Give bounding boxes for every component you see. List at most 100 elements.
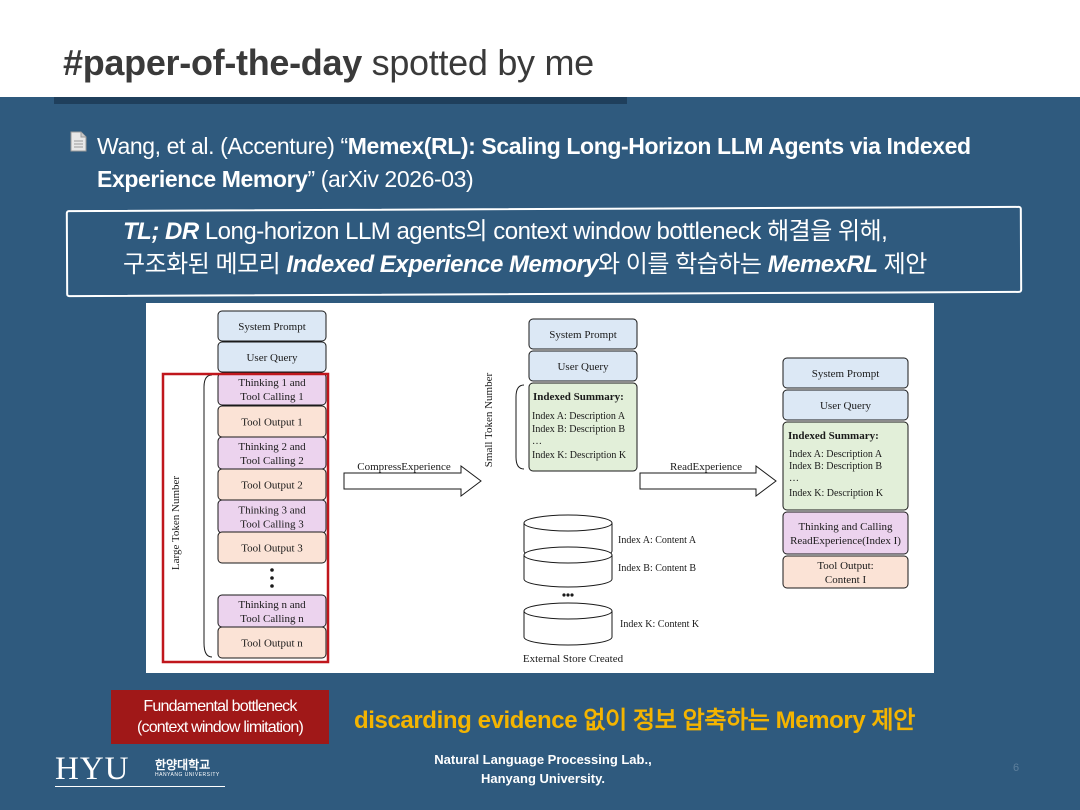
tldr-line2-a: 구조화된 메모리 bbox=[123, 251, 287, 278]
large-token-label: Large Token Number bbox=[170, 476, 182, 570]
right-user-query bbox=[782, 389, 909, 421]
store-label-b: Index B: Content B bbox=[618, 563, 696, 574]
left-stack-box-5-label-0: Tool Output 2 bbox=[241, 480, 303, 492]
compress-label: CompressExperience bbox=[357, 461, 451, 473]
mid-summary-title: Indexed Summary: bbox=[533, 391, 624, 403]
title-rest: spotted by me bbox=[361, 42, 595, 83]
tldr-line2-em2: MemexRL bbox=[767, 251, 878, 278]
logo-korean: 한양대학교 bbox=[155, 758, 211, 772]
right-summary-line-0: Index A: Description A bbox=[789, 449, 883, 460]
bottleneck-label: Fundamental bottleneck (context window li… bbox=[111, 690, 329, 744]
store-cylinder-a-top bbox=[523, 514, 613, 532]
left-stack-box-2-label-1: Tool Calling 1 bbox=[240, 391, 303, 403]
store-cylinder-b-top bbox=[523, 546, 613, 564]
read-arrow bbox=[639, 465, 777, 497]
store-label-k: Index K: Content K bbox=[620, 619, 700, 630]
tldr-line2-em1: Indexed Experience Memory bbox=[286, 251, 599, 278]
mid-user-query-label-0: User Query bbox=[557, 361, 609, 373]
left-ellipsis-dot-0 bbox=[270, 568, 274, 572]
right-summary-title: Indexed Summary: bbox=[788, 430, 879, 442]
right-system-prompt bbox=[782, 357, 909, 389]
large-token-bracket bbox=[203, 374, 213, 658]
logo-english: HANYANG UNIVERSITY bbox=[155, 772, 220, 778]
tldr-line1-text: Long-horizon LLM agents의 context window … bbox=[198, 218, 888, 245]
tldr-line-2: 구조화된 메모리 Indexed Experience Memory와 이를 학… bbox=[123, 248, 1003, 281]
right-tool-output-box-label-1: Content I bbox=[825, 574, 867, 586]
left-stack-box-4-label-1: Tool Calling 2 bbox=[240, 455, 303, 467]
citation-suffix: ” (arXiv 2026-03) bbox=[307, 166, 474, 192]
left-stack-box-4-label-0: Thinking 2 and bbox=[238, 441, 306, 453]
store-caption: External Store Created bbox=[523, 653, 624, 665]
mid-user-query bbox=[528, 350, 638, 382]
left-stack-box-1-label-0: User Query bbox=[246, 352, 298, 364]
tldr-line2-b: 와 이를 학습하는 bbox=[598, 251, 768, 278]
logo-main: HYU bbox=[55, 751, 130, 787]
citation-prefix: Wang, et al. (Accenture) “ bbox=[97, 133, 348, 159]
left-stack-box-0 bbox=[217, 310, 327, 342]
title-bold: #paper-of-the-day bbox=[63, 42, 362, 83]
left-ellipsis-dot-2 bbox=[270, 584, 274, 588]
left-stack-box-7-label-0: Tool Output 3 bbox=[241, 543, 303, 555]
footer-line-2: Hanyang University. bbox=[480, 771, 606, 786]
left-stack-box-9-label-0: Tool Output n bbox=[241, 638, 303, 650]
hyu-logo: HYU 한양대학교 HANYANG UNIVERSITY bbox=[55, 751, 225, 787]
page-number: 6 bbox=[1013, 762, 1020, 774]
bottleneck-frame bbox=[161, 372, 330, 664]
mid-summary-line-1: Index B: Description B bbox=[532, 424, 625, 435]
bottleneck-line-1: Fundamental bottleneck bbox=[143, 698, 297, 715]
header bbox=[0, 0, 1080, 97]
mid-summary-line-0: Index A: Description A bbox=[532, 411, 626, 422]
right-thinking-box-label-1: ReadExperience(Index I) bbox=[790, 535, 901, 547]
tldr-line-1: TL; DR Long-horizon LLM agents의 context … bbox=[123, 215, 1003, 248]
right-thinking-box bbox=[782, 511, 909, 555]
right-summary-line-1: Index B: Description B bbox=[789, 461, 882, 472]
mid-summary-line-3: Index K: Description K bbox=[532, 450, 627, 461]
mid-summary-box bbox=[528, 382, 638, 472]
footer-line-1: Natural Language Processing Lab., bbox=[434, 752, 652, 767]
left-stack-box-2-label-0: Thinking 1 and bbox=[238, 377, 306, 389]
right-thinking-box-label-0: Thinking and Calling bbox=[798, 521, 893, 533]
right-summary-box bbox=[782, 421, 909, 511]
tldr-line2-c: 제안 bbox=[877, 251, 928, 278]
document-icon bbox=[70, 131, 87, 152]
left-stack-box-8-label-1: Tool Calling n bbox=[240, 613, 304, 625]
left-stack-box-6-label-1: Tool Calling 3 bbox=[240, 519, 304, 531]
left-stack-box-3-label-0: Tool Output 1 bbox=[241, 417, 303, 429]
bottleneck-line-2: (context window limitation) bbox=[136, 719, 304, 736]
left-stack-box-7 bbox=[217, 531, 327, 564]
mid-system-prompt-label-0: System Prompt bbox=[549, 329, 617, 341]
left-stack-box-9 bbox=[217, 626, 327, 659]
read-label: ReadExperience bbox=[670, 461, 742, 473]
paper-title: Memex(RL): Scaling Long-Horizon LLM Agen… bbox=[97, 133, 971, 192]
small-token-bracket bbox=[515, 384, 525, 470]
left-stack-box-6-label-0: Thinking 3 and bbox=[238, 505, 306, 517]
right-tool-output-box-label-0: Tool Output: bbox=[817, 560, 873, 572]
highlight-text: discarding evidence 없이 정보 압축하는 Memory 제안 bbox=[354, 707, 915, 734]
title-underline bbox=[54, 97, 627, 104]
right-user-query-label-0: User Query bbox=[820, 400, 872, 412]
store-cylinder-k-top bbox=[523, 602, 613, 620]
store-cylinder-k-body bbox=[523, 611, 613, 646]
paper-citation: Wang, et al. (Accenture) “Memex(RL): Sca… bbox=[97, 130, 1027, 196]
store-label-a: Index A: Content A bbox=[618, 535, 697, 546]
mid-summary-line-2: … bbox=[532, 436, 542, 447]
mid-system-prompt bbox=[528, 318, 638, 350]
small-token-label: Small Token Number bbox=[483, 372, 495, 467]
tldr-label: TL; DR bbox=[123, 218, 199, 245]
left-stack-box-0-label-0: System Prompt bbox=[238, 321, 306, 333]
logo-rule bbox=[55, 786, 225, 787]
store-ellipsis-dot-0 bbox=[562, 593, 566, 597]
page-title: #paper-of-the-day spotted by me bbox=[63, 42, 594, 84]
store-ellipsis-dot-2 bbox=[570, 593, 574, 597]
store-ellipsis-dot-1 bbox=[566, 593, 570, 597]
right-system-prompt-label-0: System Prompt bbox=[812, 368, 880, 380]
tldr-text: TL; DR Long-horizon LLM agents의 context … bbox=[123, 215, 1003, 281]
left-stack-box-8-label-0: Thinking n and bbox=[238, 599, 306, 611]
compress-arrow bbox=[343, 465, 482, 497]
left-ellipsis-dot-1 bbox=[270, 576, 274, 580]
right-summary-line-2: … bbox=[789, 473, 799, 484]
store-cylinder-b-body bbox=[523, 555, 613, 588]
footer: Natural Language Processing Lab., Hanyan… bbox=[400, 750, 686, 788]
